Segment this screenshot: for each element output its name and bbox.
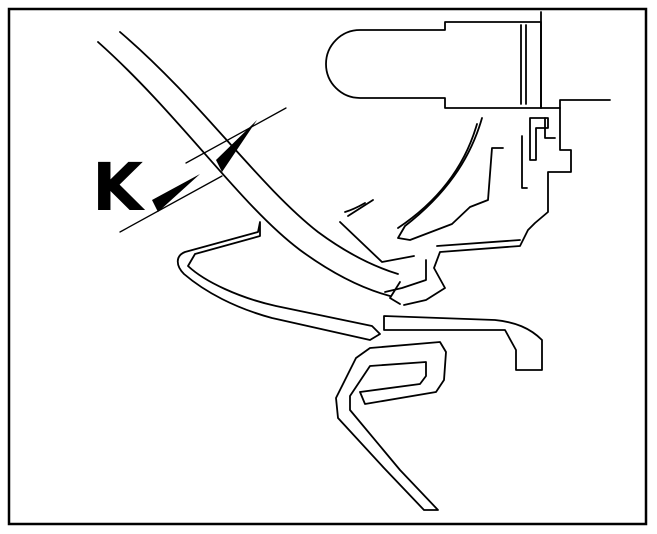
drawing-frame xyxy=(7,7,648,526)
trim-hook xyxy=(176,221,381,341)
trim-strip xyxy=(383,315,543,371)
mounting-pin xyxy=(325,21,542,109)
dimension-arrows xyxy=(152,120,257,212)
inner-panel xyxy=(335,341,447,511)
dimension-label-k: K xyxy=(92,149,146,226)
lower-arrow-icon xyxy=(152,174,200,212)
upper-arrow-icon xyxy=(216,120,257,172)
clip-bracket xyxy=(339,117,556,305)
outer-panel xyxy=(97,31,399,297)
housing-wall xyxy=(403,11,611,306)
dimension-lines xyxy=(119,107,287,233)
